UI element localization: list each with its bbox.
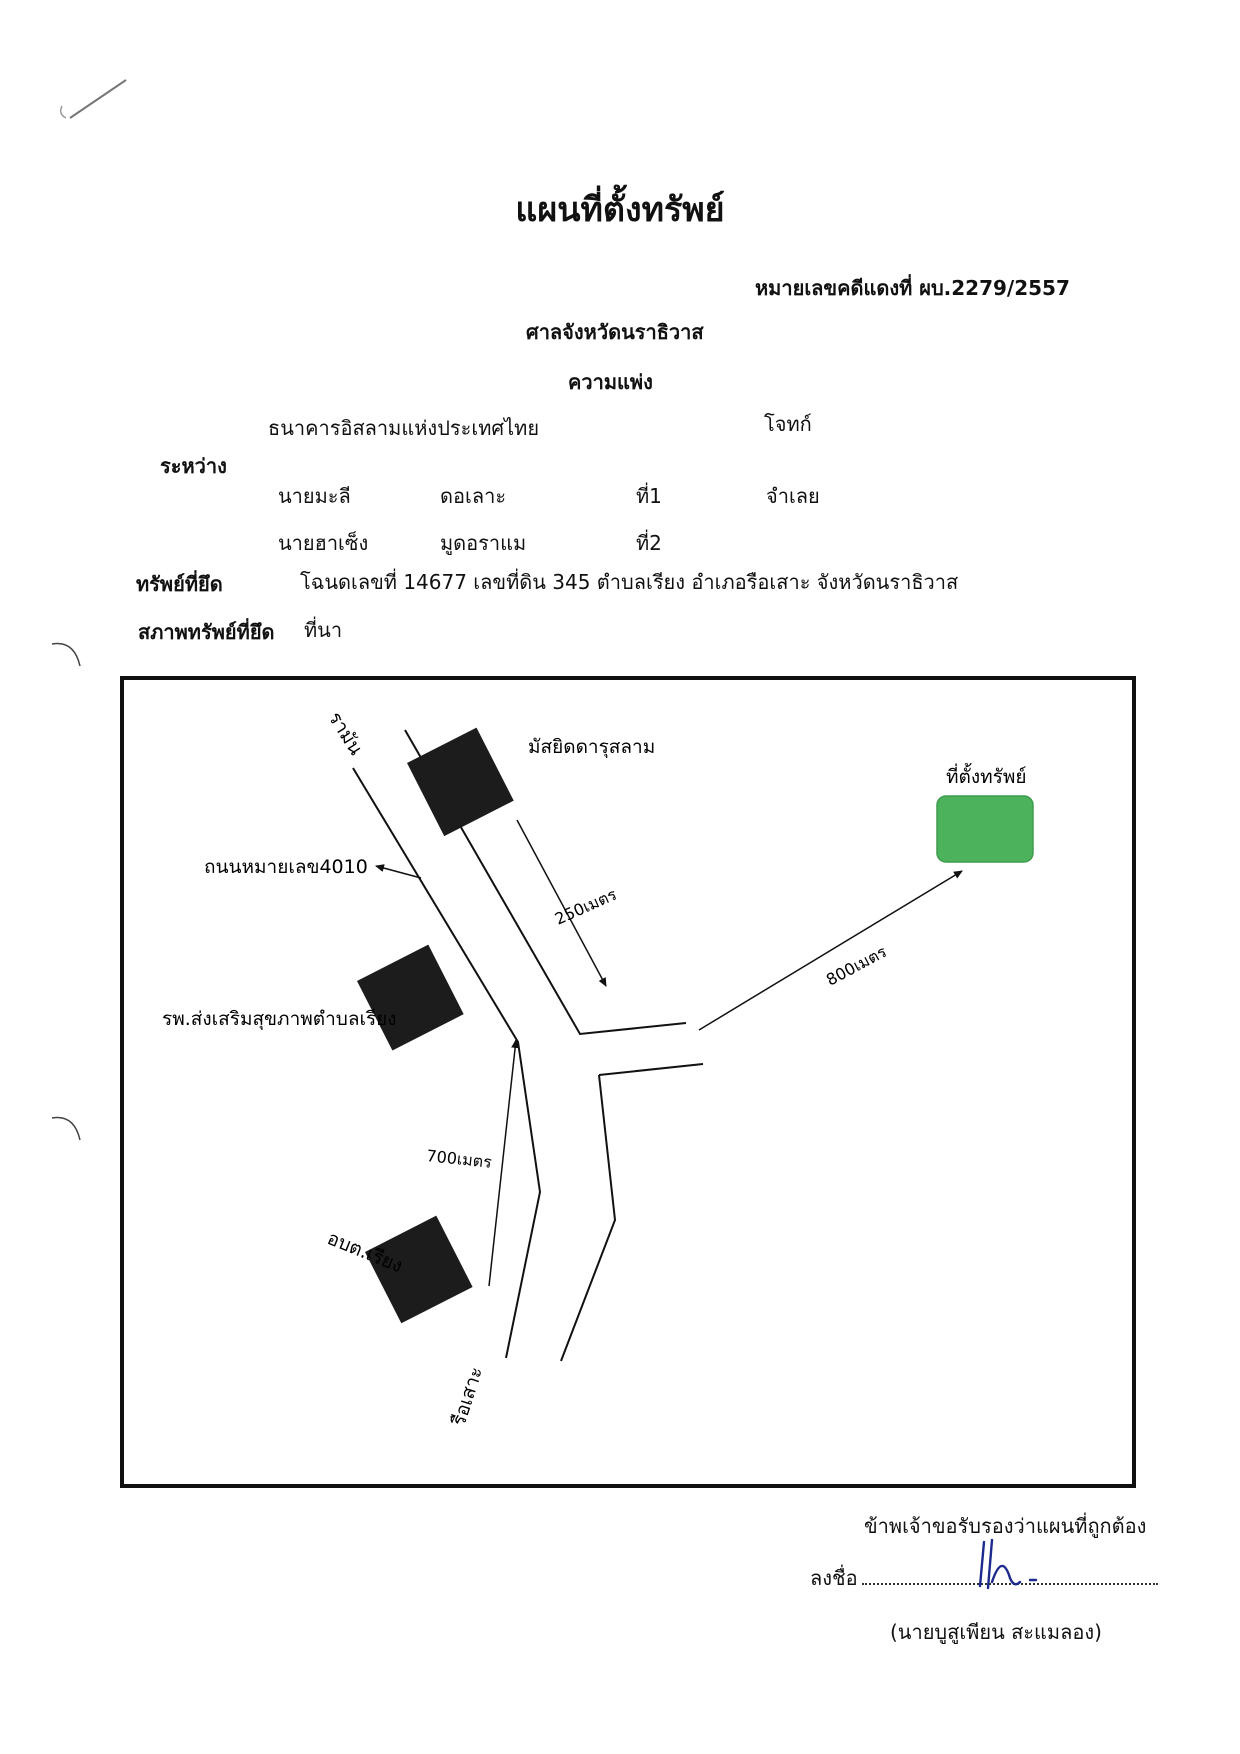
defendant-1-no: ที่1	[636, 484, 662, 508]
plaintiff-role: โจทก์	[764, 412, 812, 436]
road-edge-east	[404, 729, 687, 1036]
mosque-building	[407, 727, 514, 837]
map-canvas: รามัน มัสยิดดารุสลาม ที่ตั้งทรัพย์ ถนนหม…	[162, 708, 1034, 1429]
condition-label: สภาพทรัพย์ที่ยึด	[138, 620, 275, 644]
signer-name: (นายบูสูเพียน สะแมลอง)	[890, 1620, 1102, 1644]
label-250m: 250เมตร	[552, 884, 620, 928]
road-edge-west	[352, 767, 542, 1359]
defendant-2-first: นายฮาเซ็ง	[278, 531, 369, 555]
label-road-south: รือเสาะ	[448, 1364, 488, 1429]
label-road-name: ถนนหมายเลข4010	[204, 856, 368, 878]
arrow-250m	[516, 819, 607, 987]
sign-label: ลงชื่อ	[810, 1566, 858, 1590]
arrow-700m	[488, 1039, 520, 1287]
label-sao: อบต.เรียง	[324, 1227, 405, 1277]
road-edge-south	[598, 1063, 704, 1076]
defendant-1-last: ดอเลาะ	[440, 484, 507, 508]
label-700m: 700เมตร	[426, 1146, 494, 1172]
case-type: ความแพ่ง	[568, 370, 653, 394]
defendant-2-last: มูดอราแม	[440, 531, 527, 555]
defendant-2-no: ที่2	[636, 531, 662, 555]
scan-mark	[59, 79, 127, 119]
label-mosque: มัสยิดดารุสลาม	[528, 736, 655, 759]
road-edge-southeast	[560, 1074, 617, 1362]
health-center-building	[357, 944, 464, 1051]
label-property: ที่ตั้งทรัพย์	[946, 763, 1027, 788]
punch-hole-mark	[51, 1116, 81, 1141]
case-number: หมายเลขคดีแดงที่ ผบ.2279/2557	[755, 276, 1070, 300]
defendant-role: จำเลย	[766, 484, 820, 508]
label-health-center: รพ.ส่งเสริมสุขภาพตำบลเรียง	[162, 1008, 397, 1031]
court-name: ศาลจังหวัดนราธิวาส	[526, 320, 704, 344]
label-road-north: รามัน	[324, 708, 367, 759]
certify-statement: ข้าพเจ้าขอรับรองว่าแผนที่ถูกต้อง	[864, 1514, 1147, 1538]
punch-hole-mark	[51, 642, 81, 667]
arrow-road-name	[375, 864, 422, 879]
seized-value: โฉนดเลขที่ 14677 เลขที่ดิน 345 ตำบลเรียง…	[300, 570, 959, 594]
condition-value: ที่นา	[304, 618, 343, 642]
signature	[978, 1538, 1038, 1590]
arrow-800m	[698, 870, 963, 1031]
between-label: ระหว่าง	[160, 454, 227, 478]
seized-label: ทรัพย์ที่ยึด	[136, 572, 223, 596]
plaintiff-name: ธนาคารอิสลามแห่งประเทศไทย	[268, 416, 540, 440]
property-marker	[936, 795, 1034, 863]
location-map: รามัน มัสยิดดารุสลาม ที่ตั้งทรัพย์ ถนนหม…	[120, 676, 1136, 1488]
page-title: แผนที่ตั้งทรัพย์	[515, 190, 725, 230]
defendant-1-first: นายมะลี	[278, 484, 351, 508]
sao-building	[365, 1215, 473, 1324]
sign-dotted-line	[862, 1583, 1158, 1585]
